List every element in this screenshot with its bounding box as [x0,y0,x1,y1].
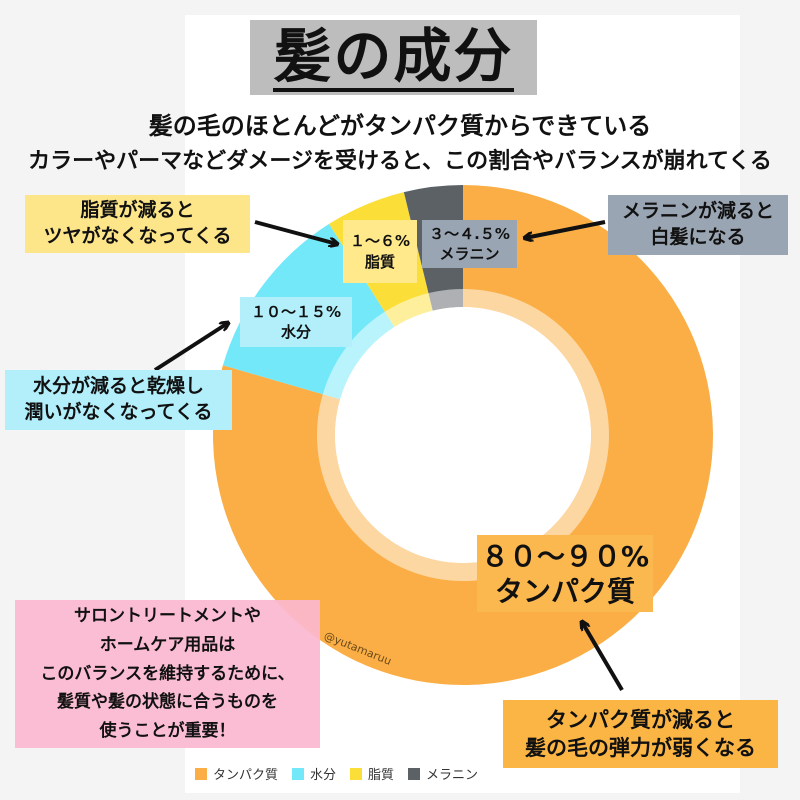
arrow-lipid [254,220,337,244]
label-range: ３～４.５% [429,224,510,243]
inner-ring [317,289,609,581]
annotation-melanin: メラニンが減ると 白髪になる [608,195,788,255]
legend-swatch [195,767,207,780]
annotation-line: 白髪になる [650,226,746,248]
legend-label: メラニン [426,768,479,783]
arrow-melanin [525,220,606,238]
advice-line: このバランスを維持するために、 [40,663,295,684]
label-name: メラニン [439,245,500,263]
advice-box: サロントリートメントや ホームケア用品は このバランスを維持するために、 髪質や… [15,600,320,748]
title-box: 髪の成分 [250,20,537,95]
legend-label: 脂質 [368,768,395,783]
legend-swatch [408,767,421,780]
legend-label: 水分 [310,768,337,783]
label-range: ８０～９０% [480,539,650,573]
annotation-lipid: 脂質が減ると ツヤがなくなってくる [25,195,250,253]
annotation-line: 脂質が減ると [80,199,195,222]
legend-item-melanin[interactable]: メラニン [408,764,478,783]
label-name: タンパク質 [494,574,635,608]
subtitle-1: 髪の毛のほとんどがタンパク質からできている [148,112,652,140]
legend-item-protein[interactable]: タンパク質 [195,764,278,783]
annotation-line: 潤いがなくなってくる [24,401,213,423]
label-range: １～６% [349,232,411,251]
arrow-protein [582,622,624,692]
legend-swatch [350,767,363,780]
annotation-water: 水分が減ると乾燥し 潤いがなくなってくる [5,370,232,430]
annotation-line: 髪の毛の弾力が弱くなる [525,736,756,760]
data-label-protein: ８０～９０% タンパク質 [477,535,653,612]
legend-item-lipid[interactable]: 脂質 [350,764,394,783]
annotation-line: メラニンが減ると [621,200,774,223]
data-label-water: １０～１５% 水分 [240,297,352,347]
data-label-lipid: １～６% 脂質 [343,220,417,283]
advice-line: 使うことが重要！ [99,721,236,742]
label-name: 水分 [280,323,311,341]
advice-line: ホームケア用品は [99,634,236,655]
arrow-water [153,323,228,372]
chart-legend: タンパク質 水分 脂質 メラニン [195,764,478,783]
donut-hole [335,307,591,563]
legend-swatch [292,767,305,780]
legend-item-water[interactable]: 水分 [292,764,336,783]
label-name: 脂質 [364,252,395,271]
page-title: 髪の成分 [273,21,514,92]
annotation-protein: タンパク質が減ると 髪の毛の弾力が弱くなる [503,700,778,768]
advice-line: 髪質や髪の状態に合うものを [57,692,278,713]
data-label-melanin: ３～４.５% メラニン [422,220,517,268]
arrows [153,220,624,692]
annotation-line: 水分が減ると乾燥し [32,375,204,398]
annotation-line: ツヤがなくなってくる [43,225,232,247]
advice-line: サロントリートメントや [74,605,261,626]
subtitle-2: カラーやパーマなどダメージを受けると、この割合やバランスが崩れてくる [28,149,772,174]
legend-label: タンパク質 [213,768,279,783]
annotation-line: タンパク質が減ると [546,707,735,732]
label-range: １０～１５% [250,302,342,321]
